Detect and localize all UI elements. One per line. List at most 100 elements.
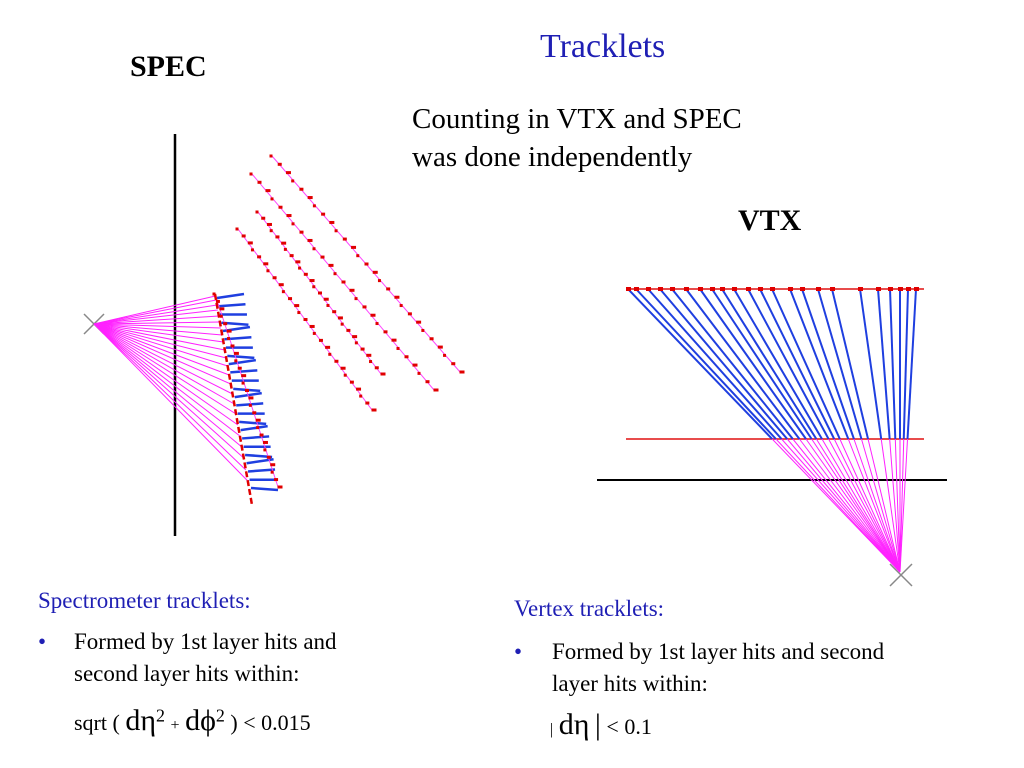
spec-hit (312, 331, 316, 335)
vtx-tracklet (699, 288, 807, 440)
spec-hit (255, 210, 259, 214)
spec-hit (341, 280, 346, 284)
spec-hit (366, 353, 372, 357)
spec-tracklet (227, 354, 255, 360)
spec-hit (265, 189, 271, 193)
vtx-ray (786, 438, 901, 573)
spec-hit (451, 362, 456, 366)
spec-hit (272, 276, 277, 280)
spec-tracklet (230, 369, 258, 374)
spec-hit (328, 263, 334, 267)
spec-hit (386, 287, 391, 291)
vtx-hit (906, 287, 911, 291)
vtx-ray (889, 438, 901, 573)
spec-hit (269, 229, 273, 233)
spec-hit (332, 310, 337, 314)
spec-hit (250, 248, 254, 252)
vtx-tracklet (759, 288, 836, 440)
spec-hit (318, 338, 323, 342)
spec-hit (346, 328, 351, 332)
vtx-hit (732, 287, 737, 291)
vtx-ray (815, 438, 901, 573)
spec-hit (328, 352, 332, 356)
formula-condition: < 0.015 (243, 710, 311, 735)
vtx-outer-layer-hits (626, 287, 919, 291)
spec-hit (270, 470, 274, 474)
spec-hit (337, 316, 343, 320)
vtx-label: VTX (738, 204, 802, 237)
spec-hit (298, 266, 302, 270)
vtx-hit (646, 287, 651, 291)
spec-ray (93, 299, 217, 325)
vtx-tracklet (831, 288, 870, 440)
spec-tracklet-segments (216, 292, 279, 492)
spec-ray (93, 323, 233, 395)
vtx-tracklet (817, 288, 863, 440)
spec-hit (320, 255, 325, 259)
vtx-projection-rays (771, 438, 909, 573)
vertex-heading: Vertex tracklets: (514, 596, 665, 621)
spec-hit (223, 322, 228, 326)
vtx-hit (898, 287, 903, 291)
spec-hit (256, 426, 260, 430)
spec-hit (289, 254, 294, 258)
spec-hit (334, 359, 339, 363)
spec-hit (227, 337, 231, 341)
spec-hit (356, 387, 362, 391)
spec-hit (391, 338, 397, 342)
vtx-tracklet (906, 288, 917, 440)
spec-hit (219, 314, 223, 318)
spec-hit (360, 347, 365, 351)
vtx-tracklet (711, 288, 813, 440)
spec-bullet-line-2: second layer hits within: (74, 661, 300, 686)
spec-ray (93, 323, 225, 351)
spec-ray (93, 323, 243, 448)
vtx-tracklet (659, 288, 788, 440)
spec-hit (257, 180, 262, 184)
spec-hit (377, 279, 381, 283)
vtx-ray (860, 438, 901, 573)
spec-hit (312, 204, 316, 208)
formula-exp-2: 2 (215, 705, 225, 726)
spec-ray (93, 323, 227, 359)
spec-hit (340, 366, 346, 370)
spec-hit (425, 380, 430, 384)
vtx-tracklet (635, 288, 777, 440)
formula-exp-1: 2 (156, 705, 166, 726)
spec-hit (429, 337, 434, 341)
spec-hit (249, 172, 253, 176)
spec-hit (325, 345, 331, 349)
spec-hit (299, 230, 304, 234)
spec-ray (93, 323, 235, 405)
spec-hit (459, 370, 465, 374)
spec-hit (371, 408, 377, 412)
formula-close: ) (230, 710, 238, 735)
spec-ray (93, 323, 231, 385)
spec-hit (329, 220, 335, 224)
spec-hit (394, 295, 400, 299)
spec-hit (354, 297, 358, 301)
spec-hit (295, 260, 301, 264)
spec-hit (235, 227, 239, 231)
vtx-hit (888, 287, 893, 291)
vtx-tracklet (647, 288, 783, 440)
vtx-tracklet (877, 288, 891, 440)
vtx-hit (684, 287, 689, 291)
vtx-hit (670, 287, 675, 291)
formula-d-phi: dϕ (185, 704, 216, 737)
spec-ray (93, 315, 219, 325)
vtx-tracklet (771, 288, 841, 440)
vtx-hit (634, 287, 639, 291)
spec-hit (443, 353, 447, 357)
vtx-tracklet (747, 288, 830, 440)
spectrometer-heading: Spectrometer tracklets: (38, 588, 251, 613)
spec-hit (212, 292, 216, 296)
spec-ray (93, 323, 230, 376)
spec-ray (93, 323, 247, 471)
spectrometer-bullet: • Formed by 1st layer hits and second la… (38, 626, 418, 690)
bullet-dot: • (38, 629, 47, 654)
vtx-ray (799, 438, 901, 573)
page-title: Tracklets (540, 28, 666, 65)
spec-ray (93, 304, 218, 325)
formula-condition: < 0.1 (606, 714, 652, 739)
